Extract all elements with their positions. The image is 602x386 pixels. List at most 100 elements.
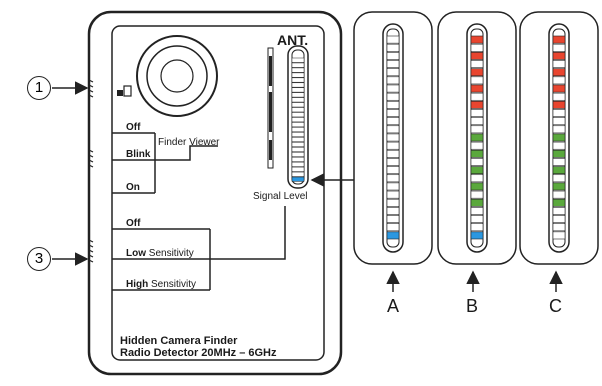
panel-c-led xyxy=(552,35,566,44)
panel-a-led xyxy=(386,133,400,142)
panel-a xyxy=(353,11,433,265)
panel-b-led xyxy=(470,92,484,101)
panel-a-led xyxy=(386,166,400,175)
device-led xyxy=(291,171,305,177)
device-led xyxy=(291,72,305,78)
panel-a-led xyxy=(386,117,400,126)
finder-viewer-label: Finder Viewer xyxy=(158,137,220,148)
panel-a-led xyxy=(386,68,400,77)
panel-c-led xyxy=(552,52,566,60)
panel-b-led xyxy=(470,43,484,52)
switch3-low-suffix: Sensitivity xyxy=(148,248,194,259)
callout-1: 1 xyxy=(27,76,51,100)
device-led xyxy=(291,112,305,118)
panel-c xyxy=(519,11,599,265)
panel-b-led xyxy=(470,174,484,183)
switch3-high: High Sensitivity xyxy=(126,280,196,290)
panel-a-led xyxy=(386,52,400,60)
panel-b-led xyxy=(470,231,484,240)
panel-a-led xyxy=(386,100,400,109)
panel-b-led xyxy=(470,100,484,109)
panel-c-led xyxy=(552,76,566,85)
antenna-indicator xyxy=(267,47,274,169)
panel-b-led xyxy=(470,52,484,60)
panel-c-led xyxy=(552,60,566,68)
device-led xyxy=(291,97,305,103)
device-led xyxy=(291,107,305,113)
switch3-lines xyxy=(112,206,286,291)
panel-letter-b: B xyxy=(466,296,479,316)
panel-c-led xyxy=(552,190,566,199)
panel-b-led xyxy=(470,109,484,117)
panel-c-led xyxy=(552,158,566,166)
panel-a-led xyxy=(386,182,400,191)
panel-b-led xyxy=(470,182,484,191)
panel-letter-a: A xyxy=(387,296,400,316)
device-led xyxy=(291,147,305,152)
switch1-off: Off xyxy=(126,122,141,133)
side-switch-bottom xyxy=(88,239,94,263)
panel-a-led xyxy=(386,60,400,68)
panel-c-led xyxy=(552,166,566,175)
panel-a-led xyxy=(386,190,400,199)
panel-a-led xyxy=(386,92,400,101)
panel-c-led xyxy=(552,92,566,101)
device-led xyxy=(291,67,305,73)
panel-b-led xyxy=(470,223,484,232)
device-led xyxy=(291,62,305,68)
device-led xyxy=(291,102,305,108)
device-led xyxy=(291,77,305,83)
panel-a-led xyxy=(386,215,400,223)
device-led xyxy=(291,57,305,63)
device-led xyxy=(291,166,305,172)
device-led xyxy=(291,151,305,157)
camera-lens xyxy=(136,35,218,117)
panel-c-led xyxy=(552,43,566,52)
panel-c-led xyxy=(552,84,566,93)
panel-b-led xyxy=(470,158,484,166)
panel-a-led xyxy=(386,109,400,117)
device-led-bar xyxy=(287,45,309,189)
panel-c-led xyxy=(552,207,566,215)
device-title-line1: Hidden Camera Finder xyxy=(120,335,238,347)
panel-b-led xyxy=(470,215,484,223)
panel-b-led xyxy=(470,84,484,93)
device-led xyxy=(291,142,305,147)
device-led xyxy=(291,87,305,93)
panel-c-led xyxy=(552,174,566,183)
panel-b-led xyxy=(470,207,484,215)
switch1-lines xyxy=(112,132,218,194)
panel-a-led xyxy=(386,35,400,44)
panel-b-led xyxy=(470,60,484,68)
panel-c-led xyxy=(552,100,566,109)
switch1-on: On xyxy=(126,182,140,193)
device-title-line2: Radio Detector 20MHz – 6GHz xyxy=(120,347,277,359)
panel-c-led xyxy=(552,215,566,223)
panel-b-led xyxy=(470,125,484,134)
panel-c-led xyxy=(552,223,566,232)
switch3-high-suffix: Sensitivity xyxy=(151,279,197,290)
panel-c-led xyxy=(552,68,566,77)
panel-b-led xyxy=(470,35,484,44)
panel-a-led xyxy=(386,158,400,166)
panel-a-led xyxy=(386,149,400,158)
signal-level-label: Signal Level xyxy=(253,191,308,202)
device-led xyxy=(291,127,305,133)
panel-b-led xyxy=(470,190,484,199)
panel-b-led xyxy=(470,198,484,207)
panel-a-led xyxy=(386,84,400,93)
callout-3: 3 xyxy=(27,247,51,271)
panel-b-led xyxy=(470,76,484,85)
antenna-label: ANT. xyxy=(277,32,309,48)
panel-a-led xyxy=(386,141,400,150)
side-switch-top xyxy=(88,79,94,168)
switch1-blink: Blink xyxy=(126,149,151,160)
panel-c-led xyxy=(552,117,566,126)
device-led xyxy=(291,92,305,98)
panel-c-led xyxy=(552,125,566,134)
panel-a-led xyxy=(386,207,400,215)
panel-letter-c: C xyxy=(549,296,562,316)
panel-a-led xyxy=(386,223,400,232)
device-led xyxy=(291,137,305,142)
device-led xyxy=(291,82,305,88)
